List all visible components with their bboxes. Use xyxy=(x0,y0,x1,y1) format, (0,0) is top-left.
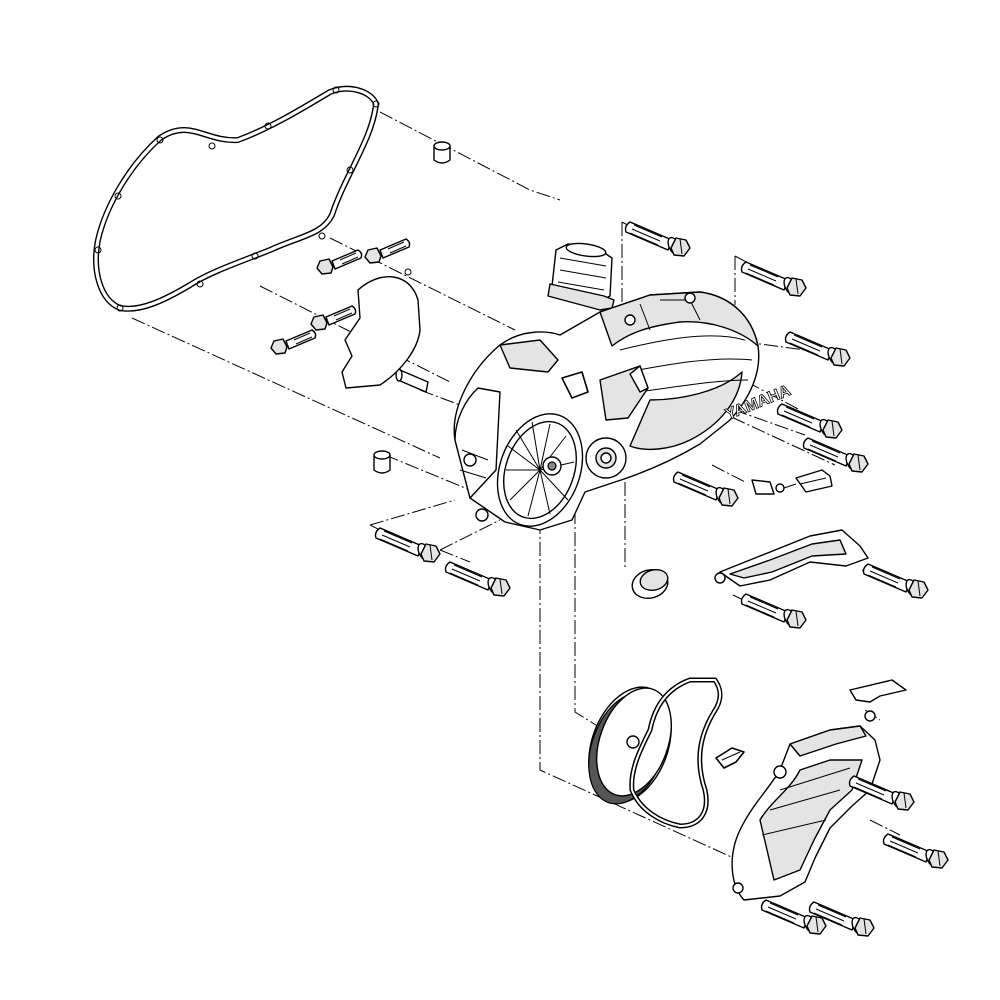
bolt-2 xyxy=(740,261,807,297)
bolt-12 xyxy=(882,833,949,869)
cover-gasket xyxy=(93,85,380,312)
lower-guard-cover xyxy=(731,679,907,901)
bolt-1 xyxy=(624,221,691,257)
lower-cover-gasket xyxy=(629,677,723,829)
side-guard-bracket xyxy=(714,529,869,587)
bolt-18 xyxy=(270,329,317,355)
bolt-8 xyxy=(444,561,511,597)
bolt-9 xyxy=(862,563,929,599)
collar-lower xyxy=(373,450,391,474)
bolt-7 xyxy=(374,527,441,563)
sensor-plug xyxy=(751,479,797,495)
cooling-fan-impeller xyxy=(496,371,589,527)
bolt-15 xyxy=(364,238,411,264)
dowel-pin xyxy=(395,368,429,393)
bolt-6 xyxy=(672,471,739,507)
cover-plug-cap xyxy=(631,568,669,600)
collar-upper xyxy=(433,141,451,164)
inner-cover-plate xyxy=(341,268,421,389)
bolt-4 xyxy=(776,403,843,439)
wire-clip xyxy=(715,747,745,769)
bolt-10 xyxy=(740,593,807,629)
bolt-17 xyxy=(310,305,357,331)
bolt-16 xyxy=(316,249,363,275)
air-duct-boot xyxy=(547,242,615,311)
hose-clamp xyxy=(795,469,833,493)
drive-cover-disc xyxy=(588,686,672,805)
